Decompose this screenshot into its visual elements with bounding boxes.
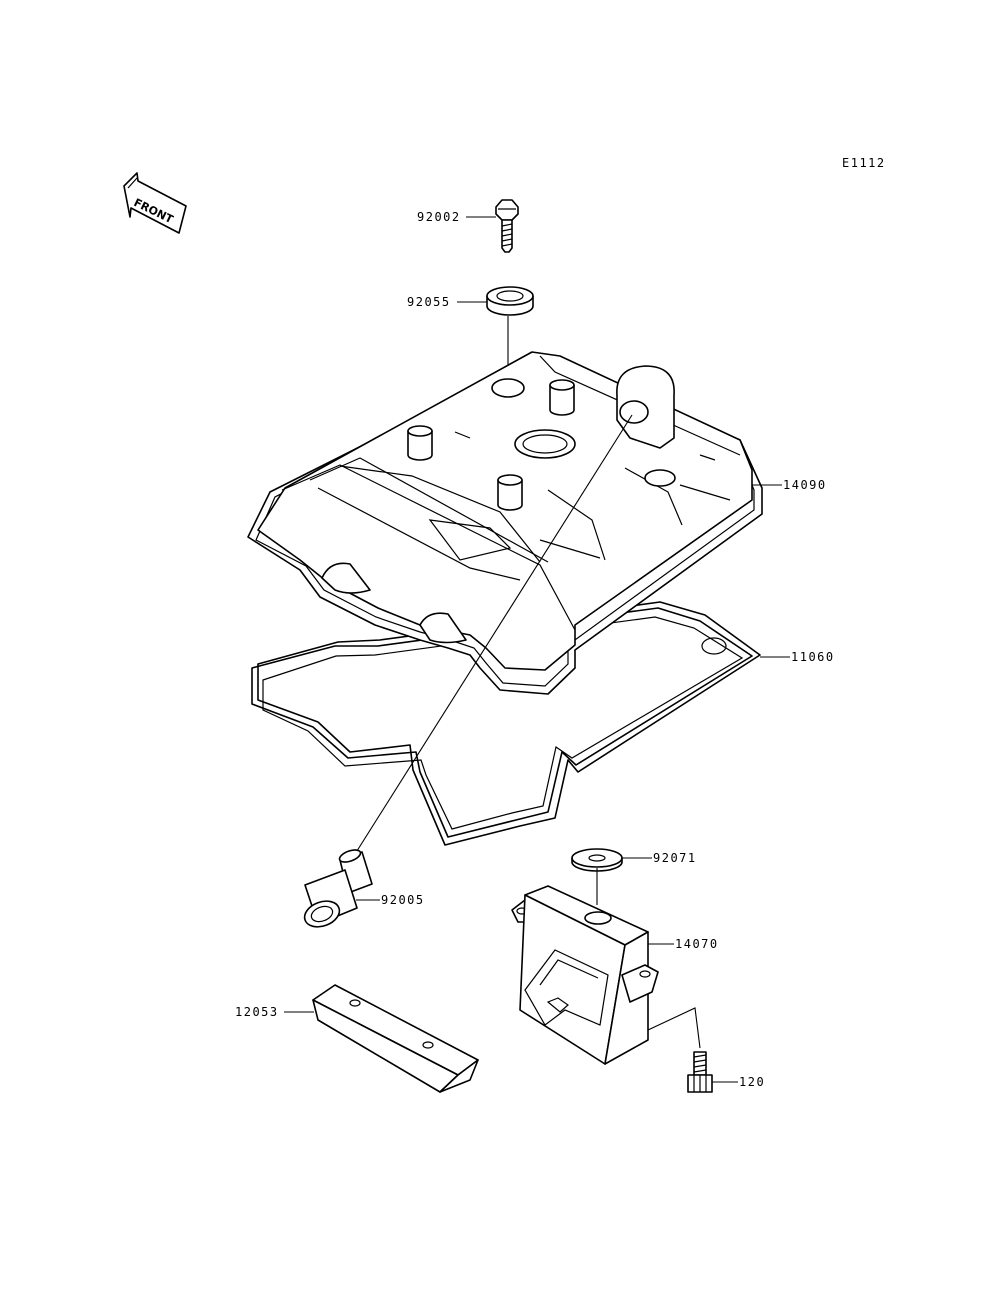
diagram-code: E1112 bbox=[842, 156, 886, 170]
label-14070: 14070 bbox=[675, 937, 719, 951]
label-92002: 92002 bbox=[417, 210, 461, 224]
label-92071: 92071 bbox=[653, 851, 697, 865]
label-14090: 14090 bbox=[783, 478, 827, 492]
front-arrow-icon: FRONT bbox=[123, 172, 187, 234]
part-92071-washer bbox=[571, 848, 623, 872]
part-92005-fitting bbox=[303, 849, 373, 928]
part-120-bolt bbox=[687, 1051, 713, 1093]
part-14090-cylinder-head-cover bbox=[247, 351, 763, 695]
part-92002-bolt bbox=[495, 199, 519, 253]
part-92055-grommet bbox=[486, 286, 534, 316]
label-12053: 12053 bbox=[235, 1005, 279, 1019]
label-11060: 11060 bbox=[791, 650, 835, 664]
leader-92005-to-cover bbox=[349, 414, 633, 863]
label-120: 120 bbox=[739, 1075, 765, 1089]
part-12053-plate bbox=[312, 984, 479, 1093]
label-92055: 92055 bbox=[407, 295, 451, 309]
part-14070-bracket bbox=[511, 885, 659, 1065]
label-92005: 92005 bbox=[381, 893, 425, 907]
leader-120-to-bracket bbox=[647, 1007, 701, 1049]
